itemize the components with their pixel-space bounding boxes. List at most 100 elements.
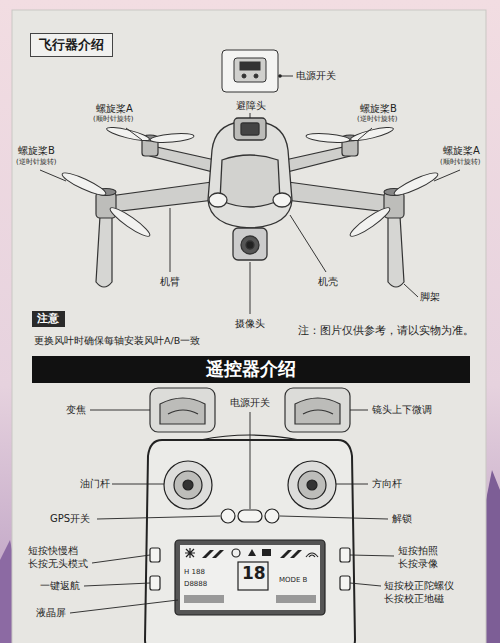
lcd-digits: 18 bbox=[242, 563, 266, 583]
lcd-screen bbox=[248, 549, 256, 556]
control-sticks bbox=[174, 471, 202, 499]
control-label: 电源开关 bbox=[230, 397, 270, 409]
controller-buttons bbox=[150, 576, 160, 590]
control-label: 变焦 bbox=[66, 404, 86, 416]
lcd-screen bbox=[175, 540, 325, 615]
control-sticks bbox=[183, 480, 193, 490]
part-label: 避障头 bbox=[236, 100, 266, 112]
controller-buttons bbox=[221, 509, 235, 523]
lcd-readout: MODE B bbox=[279, 576, 307, 584]
drone-arms bbox=[150, 146, 215, 172]
lcd-screen bbox=[238, 562, 268, 590]
lcd-screen bbox=[306, 553, 318, 557]
landing-legs bbox=[96, 216, 112, 287]
controller-buttons bbox=[340, 548, 350, 562]
propellers bbox=[347, 204, 392, 240]
drone-body bbox=[241, 123, 259, 135]
leader-lines bbox=[112, 484, 164, 485]
leader-lines bbox=[170, 208, 171, 272]
control-label: 方向杆 bbox=[372, 478, 402, 490]
note-badge: 注意 bbox=[32, 311, 65, 327]
leader-lines bbox=[358, 128, 372, 140]
lcd-screen bbox=[175, 540, 325, 615]
part-label: 机壳 bbox=[318, 276, 338, 288]
drone-body bbox=[209, 193, 227, 207]
leader-lines bbox=[97, 516, 220, 519]
power-switch-inset bbox=[222, 50, 278, 92]
leader-lines bbox=[336, 484, 368, 485]
part-label: 螺旋桨B bbox=[18, 145, 55, 157]
backdrop-hills bbox=[486, 470, 500, 643]
lcd-readout: H 188 bbox=[184, 568, 205, 576]
leader-lines bbox=[250, 412, 251, 509]
drone-body bbox=[241, 236, 259, 254]
leader-lines bbox=[280, 76, 293, 77]
control-label: GPS开关 bbox=[50, 513, 90, 525]
paper bbox=[12, 10, 486, 643]
propellers bbox=[106, 125, 151, 143]
section-band: 遥控器介绍 bbox=[32, 356, 470, 383]
leader-lines bbox=[250, 262, 251, 314]
note-text: 注：图片仅供参考，请以实物为准。 bbox=[298, 324, 474, 337]
drone-body bbox=[208, 118, 292, 260]
leader-lines bbox=[40, 76, 460, 314]
control-label: 短按快慢档 bbox=[28, 545, 78, 557]
lcd-screen bbox=[280, 550, 302, 558]
propellers bbox=[392, 169, 440, 198]
part-label: 电源开关 bbox=[296, 70, 336, 82]
controller-buttons bbox=[340, 576, 350, 590]
rotation-note: (顺时针旋转) bbox=[440, 158, 480, 166]
leader-dot bbox=[278, 74, 282, 78]
leader-lines bbox=[350, 410, 368, 411]
leader-lines bbox=[350, 583, 381, 586]
shoulder-buttons bbox=[295, 398, 340, 424]
rotation-note: (逆时针旋转) bbox=[357, 115, 397, 123]
control-label: 长按无头模式 bbox=[28, 558, 88, 570]
leader-lines bbox=[70, 410, 394, 613]
control-sticks bbox=[164, 461, 212, 509]
shoulder-buttons bbox=[303, 410, 333, 414]
controller-buttons bbox=[150, 548, 160, 562]
control-label: 油门杆 bbox=[80, 478, 110, 490]
part-label: 螺旋桨B bbox=[360, 103, 397, 115]
control-sticks bbox=[307, 480, 317, 490]
leader-lines bbox=[404, 284, 418, 297]
drone-body bbox=[233, 228, 267, 260]
control-label: 解锁 bbox=[392, 513, 412, 525]
control-label: 短按校正陀螺仪 bbox=[384, 580, 454, 592]
leader-lines bbox=[40, 170, 66, 181]
note-text: 更换风叶时确保每轴安装风叶A/B一致 bbox=[34, 335, 200, 346]
control-label: 镜头上下微调 bbox=[372, 404, 432, 416]
part-label: 摄像头 bbox=[235, 318, 265, 330]
power-switch-inset bbox=[240, 62, 260, 70]
power-switch-inset bbox=[222, 50, 278, 92]
rotation-note: (顺时针旋转) bbox=[93, 115, 133, 123]
lcd-readout: D8888 bbox=[184, 580, 207, 588]
control-sticks bbox=[288, 461, 336, 509]
control-label: 短按拍照 bbox=[398, 545, 438, 557]
leader-lines bbox=[290, 215, 326, 272]
leader-lines bbox=[280, 516, 388, 519]
lcd-screen bbox=[185, 548, 195, 558]
lcd-screen bbox=[262, 549, 271, 556]
drone-body bbox=[273, 193, 291, 207]
leader-lines bbox=[434, 170, 460, 181]
drone-arms bbox=[285, 146, 350, 172]
section-title: 飞行器介绍 bbox=[30, 33, 113, 57]
power-switch-inset bbox=[234, 58, 266, 82]
propellers bbox=[306, 132, 351, 144]
propellers bbox=[350, 125, 395, 143]
leader-lines bbox=[84, 583, 150, 586]
part-label: 螺旋桨A bbox=[96, 103, 133, 115]
drone-arms bbox=[110, 182, 214, 212]
shoulder-buttons bbox=[285, 388, 350, 432]
drone-body bbox=[220, 155, 280, 207]
lcd-screen bbox=[180, 545, 320, 610]
leader-lines bbox=[90, 410, 150, 411]
shoulder-buttons bbox=[160, 398, 205, 424]
control-label: 长按录像 bbox=[398, 558, 438, 570]
landing-legs bbox=[388, 216, 404, 287]
leader-lines bbox=[350, 555, 394, 556]
lcd-screen bbox=[184, 595, 224, 603]
